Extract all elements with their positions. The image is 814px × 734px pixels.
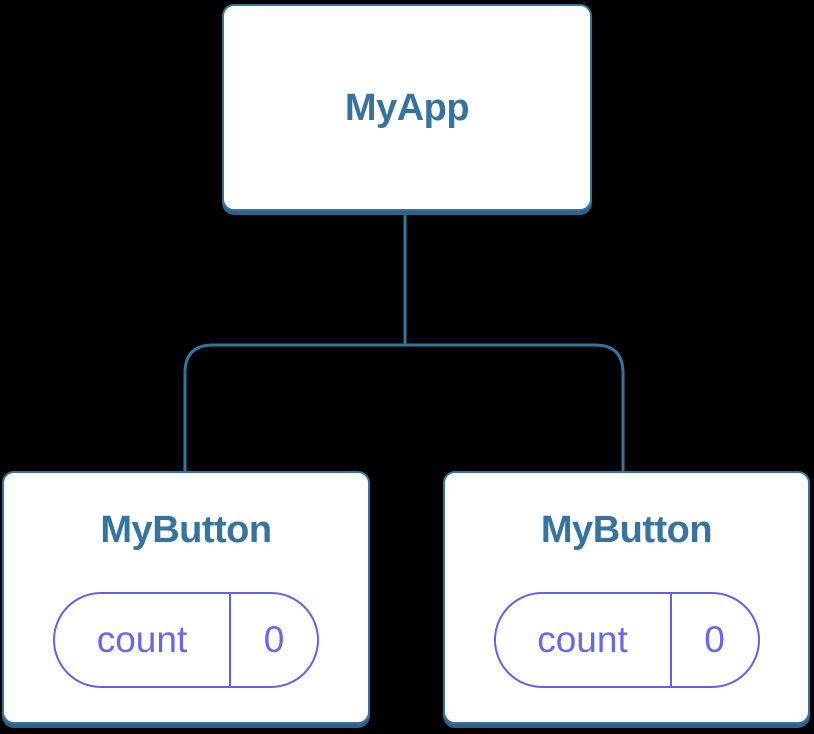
connector-branch-bracket [183, 343, 625, 471]
child-node-mybutton-left: MyButton count 0 [2, 471, 370, 724]
state-pill: count 0 [53, 592, 319, 688]
state-pill: count 0 [493, 592, 760, 688]
child-node-label: MyButton [100, 509, 272, 551]
state-value: 0 [229, 594, 317, 686]
root-node-myapp: MyApp [222, 4, 592, 211]
child-node-mybutton-right: MyButton count 0 [443, 471, 810, 724]
root-node-label: MyApp [344, 86, 470, 129]
state-key-label: count [537, 619, 628, 660]
state-key-label: count [96, 619, 188, 660]
state-value: 0 [669, 594, 758, 686]
child-node-label: MyButton [540, 509, 713, 551]
